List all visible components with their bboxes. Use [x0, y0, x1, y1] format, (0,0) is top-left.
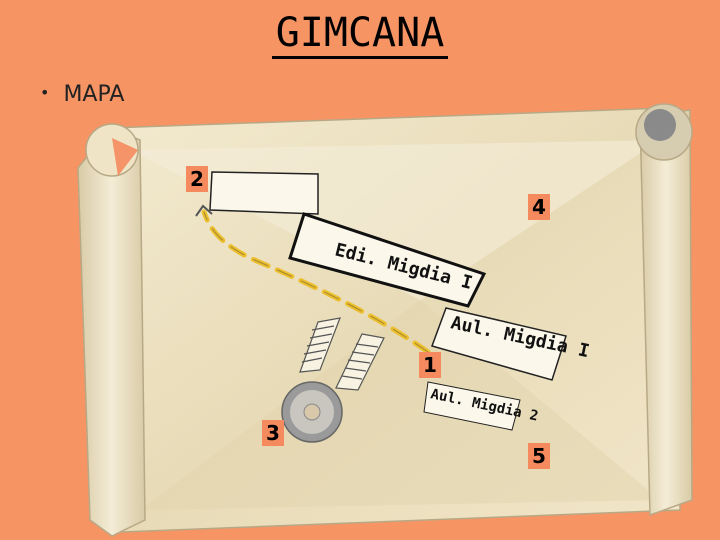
building-2 — [209, 171, 319, 215]
stairs-icon — [299, 317, 385, 391]
bullet-text: MAPA — [63, 82, 125, 107]
bullet-dot-icon: • — [40, 83, 50, 102]
marker-5: 5 — [528, 443, 550, 469]
marker-3: 3 — [262, 420, 284, 446]
marker-label: 3 — [266, 421, 280, 445]
scroll-icon — [77, 103, 693, 537]
route-path-outline — [203, 211, 429, 353]
marker-label: 2 — [190, 167, 204, 191]
slide-title: GIMCANA — [0, 10, 720, 59]
marker-label: 4 — [532, 195, 546, 219]
bullet-item: • MAPA — [40, 82, 124, 107]
marker-4: 4 — [528, 194, 550, 220]
marker-label: 1 — [423, 353, 437, 377]
arrow-head-icon — [195, 204, 213, 217]
route-path — [201, 209, 431, 355]
title-text: GIMCANA — [271, 10, 449, 59]
marker-label: 5 — [532, 444, 546, 468]
marker-1: 1 — [419, 352, 441, 378]
fountain-icon — [281, 381, 343, 443]
marker-2: 2 — [186, 166, 208, 192]
